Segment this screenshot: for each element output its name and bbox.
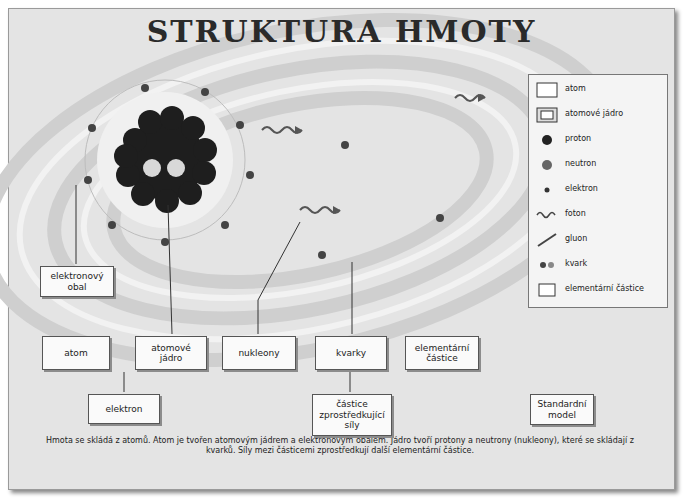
caption-text: Hmota se skládá z atomů. Atom je tvořen … (40, 436, 640, 457)
legend-row: gluon (529, 229, 667, 251)
legend-text: kvark (565, 259, 587, 268)
legend-text: foton (565, 209, 586, 218)
box-label: nukleony (238, 348, 279, 358)
box-label: elektron (105, 404, 142, 414)
legend-row: proton (529, 129, 667, 151)
poster-title: STRUKTURA HMOTY (0, 14, 683, 49)
box-label: Standardní model (535, 399, 589, 420)
legend-symbol (535, 106, 561, 124)
box-label: částice zprostředkující síly (317, 399, 387, 430)
label-box: Standardní model (530, 394, 594, 425)
box-label: atomové jádro (140, 343, 202, 364)
box-label: atom (64, 348, 87, 358)
label-box: atomové jádro (135, 336, 207, 370)
legend-panel: atom atomové jádro proton neutron elektron fo… (528, 74, 668, 308)
legend-symbol (535, 281, 561, 299)
legend-symbol (535, 181, 561, 199)
legend-symbol (535, 206, 561, 224)
legend-row: foton (529, 204, 667, 226)
label-box: elementární částice (405, 336, 479, 370)
legend-symbol (535, 231, 561, 249)
legend-text: atom (565, 84, 586, 93)
label-box: elektron (88, 394, 160, 424)
legend-row: elementární částice (529, 279, 667, 301)
legend-symbol (535, 256, 561, 274)
legend-symbol (535, 156, 561, 174)
legend-symbol (535, 81, 561, 99)
label-box: atom (42, 336, 110, 370)
legend-row: kvark (529, 254, 667, 276)
box-label: kvarky (336, 348, 366, 358)
label-box: elektronový obal (40, 266, 114, 297)
legend-row: elektron (529, 179, 667, 201)
legend-row: neutron (529, 154, 667, 176)
label-box: částice zprostředkující síly (312, 394, 392, 436)
legend-row: atomové jádro (529, 104, 667, 126)
legend-text: neutron (565, 159, 596, 168)
legend-symbol (535, 131, 561, 149)
legend-text: elektron (565, 184, 598, 193)
legend-text: atomové jádro (565, 109, 623, 118)
box-label: elektronový obal (45, 271, 109, 292)
box-label: elementární částice (410, 343, 474, 364)
legend-row: atom (529, 79, 667, 101)
label-box: kvarky (315, 336, 387, 370)
legend-text: elementární částice (565, 284, 644, 293)
legend-text: proton (565, 134, 591, 143)
label-box: nukleony (222, 336, 296, 370)
legend-text: gluon (565, 234, 587, 243)
